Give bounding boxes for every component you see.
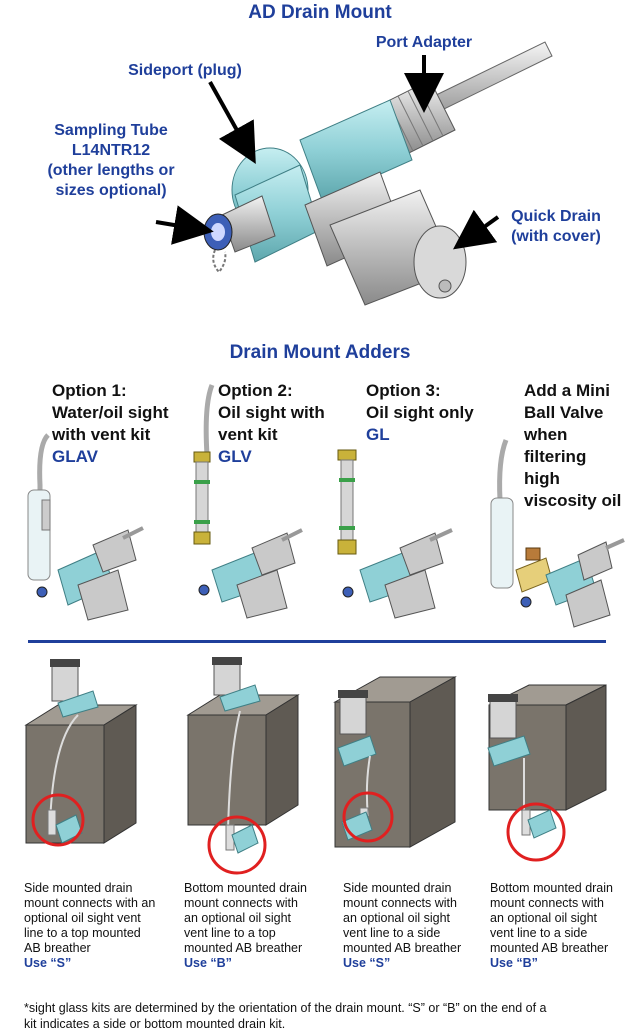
tank-3-line-3: an optional oil sight — [343, 911, 451, 925]
option-1-text: Option 1: Water/oil sight with vent kit … — [52, 380, 212, 468]
tank-3-line-1: Side mounted drain — [343, 881, 452, 895]
tank-1-line-4: line to a top mounted — [24, 926, 141, 940]
option-1-code: GLAV — [52, 447, 98, 466]
option-4-line-4: filtering — [524, 447, 587, 466]
option-4-text: Add a Mini Ball Valve when filtering hig… — [524, 380, 640, 512]
tank-3-use: Use “S” — [343, 956, 391, 970]
tank-4-line-3: an optional oil sight — [490, 911, 598, 925]
tank-1-line-3: optional oil sight vent — [24, 911, 141, 925]
footnote: *sight glass kits are determined by the … — [24, 1000, 636, 1032]
tank-2-line-2: mount connects with — [184, 896, 298, 910]
quick-drain-shape — [304, 171, 467, 306]
option-1-illustration — [27, 433, 144, 621]
tank-1-use: Use “S” — [24, 956, 72, 970]
footnote-line-1: *sight glass kits are determined by the … — [24, 1001, 547, 1015]
sampling-line-1: Sampling Tube — [54, 122, 168, 139]
sampling-line-4: sizes optional) — [55, 182, 167, 199]
tank-3-caption: Side mounted drain mount connects with a… — [343, 881, 488, 971]
arrow-sideport — [208, 81, 256, 164]
tank-2-line-5: mounted AB breather — [184, 941, 303, 955]
tank-4-line-1: Bottom mounted drain — [490, 881, 613, 895]
sampling-line-3: (other lengths or — [47, 162, 175, 179]
tank-1-line-5: AB breather — [24, 941, 91, 955]
tank-2-line-3: an optional oil sight — [184, 911, 292, 925]
option-1-line-1: Option 1: — [52, 381, 127, 400]
quick-drain-line-2: (with cover) — [511, 228, 601, 245]
option-3-line-1: Option 3: — [366, 381, 441, 400]
sampling-line-2: L14NTR12 — [71, 142, 151, 159]
tank-3-line-4: vent line to a side — [343, 926, 441, 940]
tank-3-illustration — [333, 676, 457, 848]
option-1-line-2: Water/oil sight — [52, 403, 169, 422]
tank-2-line-4: vent line to a top — [184, 926, 276, 940]
option-3-code: GL — [366, 425, 390, 444]
tank-4-caption: Bottom mounted drain mount connects with… — [490, 881, 638, 971]
tank-4-line-2: mount connects with — [490, 896, 604, 910]
option-4-line-2: Ball Valve — [524, 403, 604, 422]
tank-2-illustration — [186, 657, 300, 875]
quick-drain-line-1: Quick Drain — [511, 208, 601, 225]
tank-1-caption: Side mounted drain mount connects with a… — [24, 881, 179, 971]
label-port-adapter: Port Adapter — [375, 34, 473, 51]
option-4-line-3: when — [524, 425, 568, 444]
option-3-illustration — [337, 449, 453, 619]
option-4-illustration — [490, 439, 625, 628]
option-1-line-3: with vent kit — [52, 425, 151, 444]
option-4-line-1: Add a Mini — [524, 381, 610, 400]
option-4-line-6: viscosity oil — [524, 491, 622, 510]
option-2-illustration — [193, 384, 303, 619]
option-2-line-1: Option 2: — [218, 381, 293, 400]
arrow-quick-drain — [453, 209, 500, 250]
label-quick-drain: Quick Drain (with cover) — [500, 207, 612, 247]
option-3-text: Option 3: Oil sight only GL — [366, 380, 506, 446]
tank-4-use: Use “B” — [490, 956, 538, 970]
label-sideport: Sideport (plug) — [128, 62, 242, 79]
option-2-text: Option 2: Oil sight with vent kit GLV — [218, 380, 358, 468]
label-sampling-tube: Sampling Tube L14NTR12 (other lengths or… — [36, 121, 186, 201]
option-2-line-2: Oil sight with — [218, 403, 325, 422]
tank-1-illustration — [24, 659, 138, 847]
footnote-line-2: kit indicates a side or bottom mounted d… — [24, 1017, 286, 1031]
tank-3-line-5: mounted AB breather — [343, 941, 462, 955]
tank-2-line-1: Bottom mounted drain — [184, 881, 307, 895]
sampling-fitting — [203, 195, 276, 274]
port-tube — [429, 41, 553, 113]
adders-title: Drain Mount Adders — [229, 342, 411, 363]
tank-2-caption: Bottom mounted drain mount connects with… — [184, 881, 334, 971]
tank-2-use: Use “B” — [184, 956, 232, 970]
option-4-line-5: high — [524, 469, 560, 488]
main-title: AD Drain Mount — [248, 2, 392, 23]
tank-4-line-5: mounted AB breather — [490, 941, 609, 955]
section-divider — [28, 640, 606, 643]
arrow-sampling — [155, 205, 214, 245]
option-2-code: GLV — [218, 447, 252, 466]
tank-4-line-4: vent line to a side — [490, 926, 588, 940]
tank-1-line-2: mount connects with an — [24, 896, 156, 910]
option-2-line-3: vent kit — [218, 425, 278, 444]
drain-mount-illustration — [155, 41, 553, 306]
tank-3-line-2: mount connects with — [343, 896, 457, 910]
tank-1-line-1: Side mounted drain — [24, 881, 133, 895]
option-3-line-2: Oil sight only — [366, 403, 474, 422]
tank-4-illustration — [487, 684, 607, 862]
